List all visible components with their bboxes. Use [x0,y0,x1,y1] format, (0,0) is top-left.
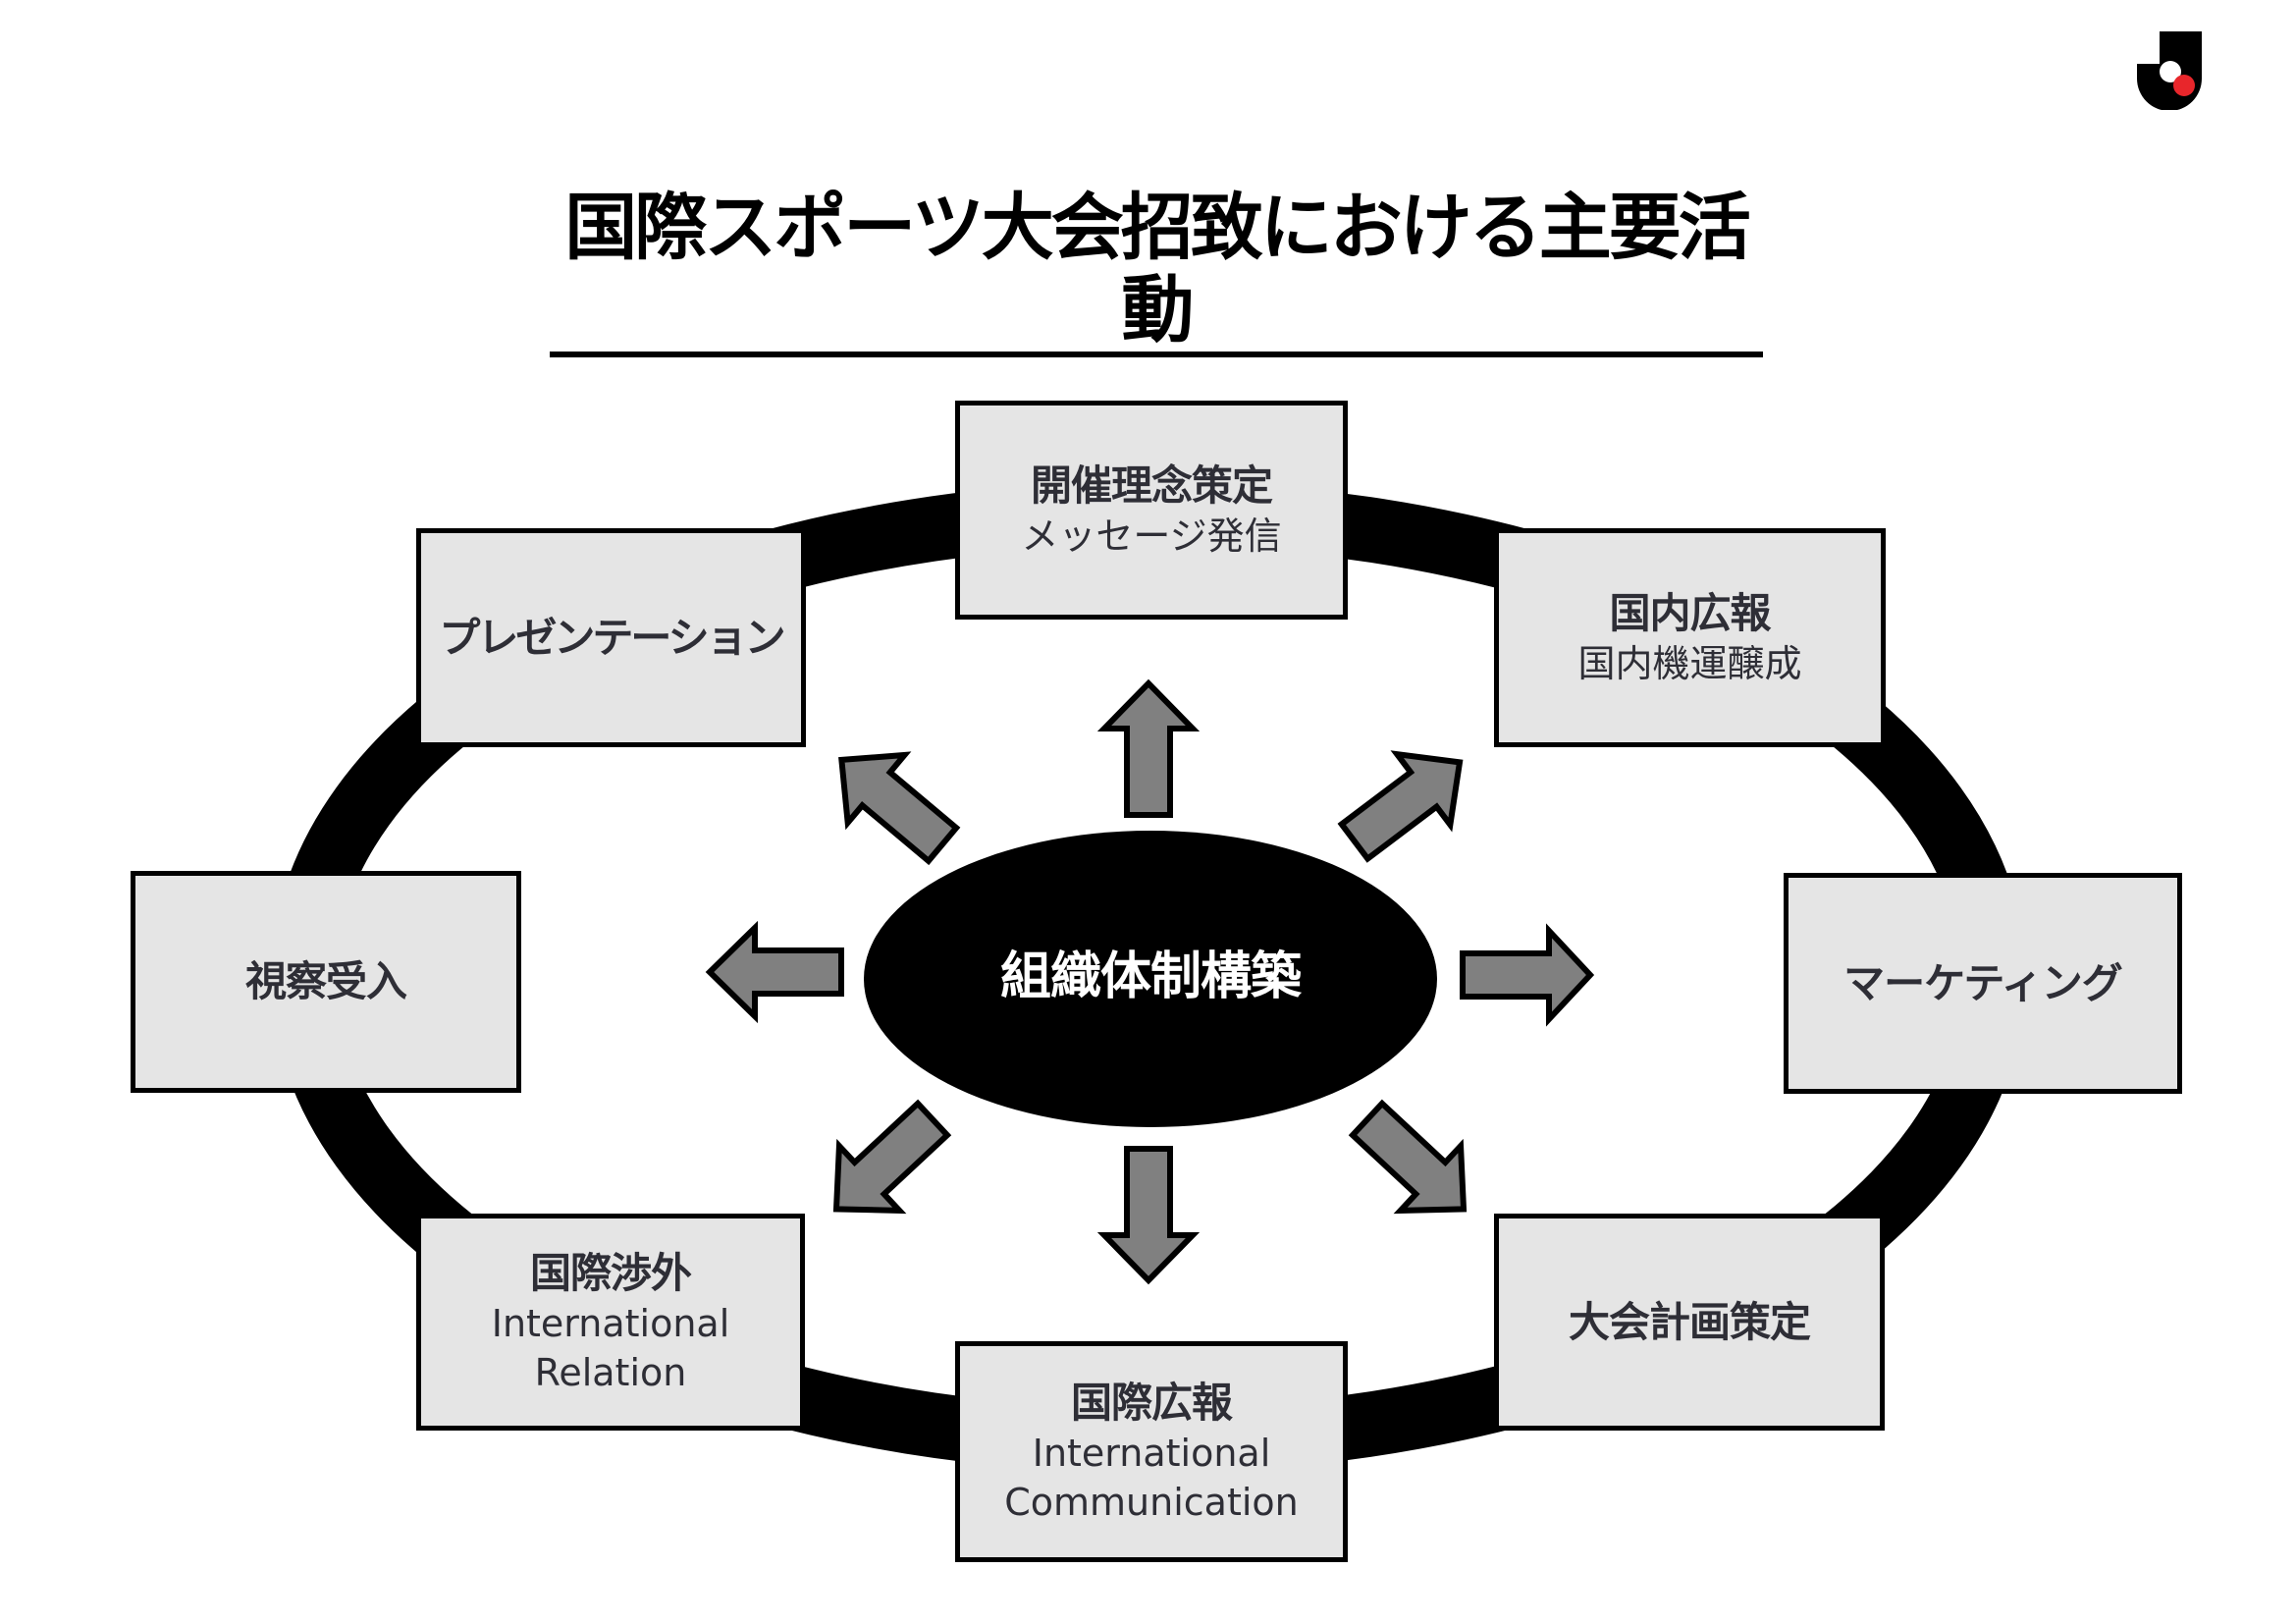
activity-title: 国内広報 [1609,588,1771,637]
activity-box-domestic-pr: 国内広報 国内機運醸成 [1494,528,1886,747]
arrow-down-right [1348,1099,1468,1215]
activity-box-international-relations: 国際渉外 International Relation [416,1214,805,1431]
activity-title: マーケティング [1843,958,2123,1007]
activity-title: 視察受入 [244,957,407,1005]
activity-box-inspection: 視察受入 [131,871,521,1093]
activity-subtitle: メッセージ発信 [1021,514,1282,558]
center-ellipse [864,831,1437,1127]
arrow-right [1460,923,1595,1027]
page-title: 国際スポーツ大会招致における主要活動 [550,187,1763,357]
arrow-up-left [838,751,961,866]
arrow-down [1096,1146,1201,1285]
activity-subtitle: International Communication [1004,1431,1299,1524]
activity-title: 国際渉外 [529,1248,692,1297]
activity-box-presentation: プレゼンテーション [416,528,806,747]
activity-title: 開催理念策定 [1030,460,1273,510]
activity-title: 国際広報 [1070,1378,1233,1427]
arrow-up [1096,678,1201,818]
center-label: 組織体制構築 [999,947,1302,1006]
arrow-up-right [1337,750,1464,863]
activity-box-philosophy: 開催理念策定 メッセージ発信 [955,401,1348,620]
activity-box-event-planning: 大会計画策定 [1494,1214,1885,1431]
arrow-left [705,920,844,1024]
activity-subtitle: International Relation [491,1301,730,1394]
activity-box-international-pr: 国際広報 International Communication [955,1341,1348,1562]
activity-subtitle: 国内機運醸成 [1577,641,1802,685]
activity-title: 大会計画策定 [1568,1297,1811,1346]
arrow-down-left [832,1099,952,1215]
activity-box-marketing: マーケティング [1784,873,2182,1094]
j-league-logo-icon [2130,29,2209,111]
activity-title: プレゼンテーション [439,613,785,662]
